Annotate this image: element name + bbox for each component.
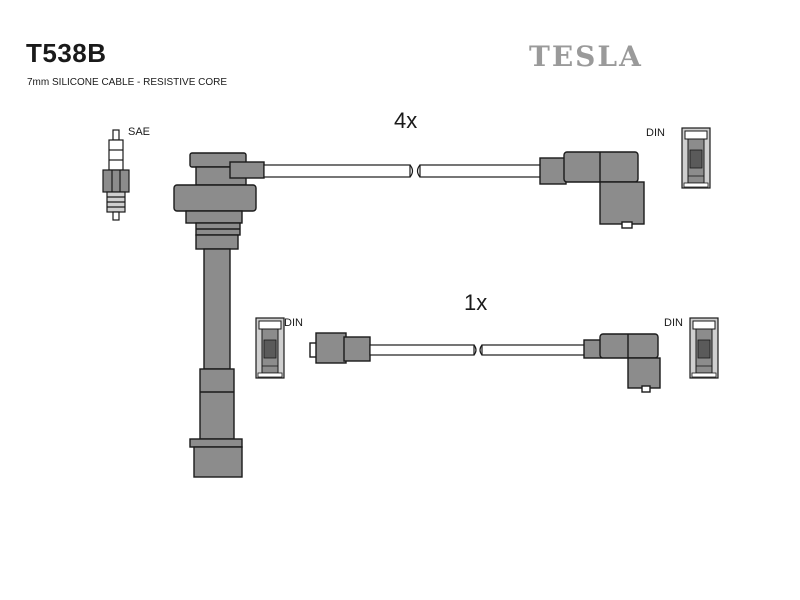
din-terminal-left-icon — [255, 317, 285, 379]
cable-description: 7mm SILICONE CABLE - RESISTIVE CORE — [27, 77, 228, 88]
coil-boot-short-icon — [309, 332, 371, 364]
din-terminal-right-icon — [689, 317, 719, 379]
cable-long-lead — [263, 164, 543, 178]
brand-logo: TESLA — [529, 40, 643, 73]
din-terminal-top-icon — [681, 127, 711, 189]
din-label-right: DIN — [664, 317, 683, 329]
spark-plug-label: SAE — [128, 126, 151, 138]
din-label-top: DIN — [646, 127, 665, 139]
din-label-left: DIN — [284, 317, 303, 329]
cable-short-lead — [369, 344, 589, 356]
quantity-label-long-lead: 4x — [394, 108, 418, 133]
plug-boot-long-icon — [539, 151, 645, 229]
quantity-label-short-lead: 1x — [464, 290, 488, 315]
part-number: T538B — [26, 38, 107, 68]
coil-boot-long-icon — [173, 152, 265, 478]
plug-boot-short-icon — [583, 333, 661, 393]
spark-plug-icon — [102, 129, 130, 221]
